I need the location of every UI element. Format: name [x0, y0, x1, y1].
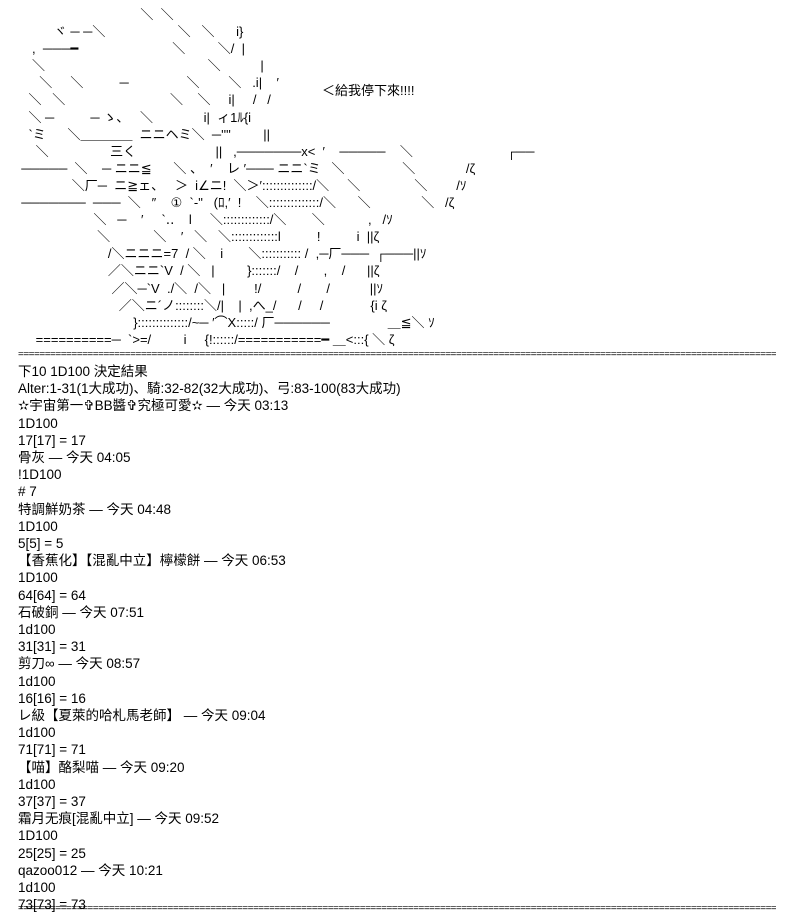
log-line: 特調鮮奶茶 — 今天 04:48	[18, 501, 172, 517]
log-line: 1D100	[18, 415, 58, 431]
log-line: 31[31] = 31	[18, 639, 86, 655]
art-line: ＼ ＼ ＼ ＼ i| / /	[14, 92, 271, 108]
art-line: ／＼ニ´ノ::::::::＼/| | ,へ_/ / / {i ζ	[14, 297, 387, 313]
log-line: 73[73] = 73	[18, 897, 86, 913]
log-line: 37[37] = 37	[18, 794, 86, 810]
dice-log: 下10 1D100 決定結果 Alter:1-31(1大成功)、騎:32-82(3…	[18, 363, 401, 914]
divider-top: ========================================…	[18, 352, 776, 358]
art-line: ＼厂─ ニ≧ェ、 ＞ i∠ニ! ＼＞′::::::::::::::/＼ ＼ ＼ …	[14, 177, 467, 193]
art-line: ─────── ─── ＼ ″ ① `-" (ﾛ,′ ! ＼::::::::::…	[14, 195, 455, 211]
log-line: # 7	[18, 484, 37, 500]
log-line: 【香蕉化】【混亂中立】檸檬餅 — 今天 06:53	[18, 553, 286, 569]
log-line: 霜月无痕[混亂中立] — 今天 09:52	[18, 811, 220, 827]
log-line: 17[17] = 17	[18, 432, 86, 448]
art-line: ───── ＼ ─ ニニ≦ ＼ 、 ′ レ ′─── ニニ`ミ ＼ ＼ /ζ	[14, 160, 476, 176]
log-line: 1D100	[18, 518, 58, 534]
log-line: 1d100	[18, 880, 56, 896]
log-line: qazoo012 — 今天 10:21	[18, 862, 163, 878]
log-line: 1d100	[18, 725, 56, 741]
log-line: 1D100	[18, 828, 58, 844]
art-line: ＼ ＼ |	[14, 58, 264, 74]
log-line: 71[71] = 71	[18, 742, 86, 758]
divider-bottom: ========================================…	[18, 906, 776, 912]
art-line: ＼ ─ ′ `‥ l ＼:::::::::::::/＼ ＼ , /ｿ	[14, 212, 393, 228]
art-line: ＼ 三く || ,───────x< ′ ───── ＼ ┌──	[14, 143, 535, 159]
art-line: /＼ニニニ=7 / ＼ i ＼::::::::::: / ,─厂─── ┌───…	[14, 246, 427, 262]
log-line: 石破銅 — 今天 07:51	[18, 604, 145, 620]
log-line: 64[64] = 64	[18, 587, 86, 603]
log-line: 下10 1D100 決定結果	[18, 364, 148, 379]
art-line: ／＼ニニ`V / ＼ | }:::::::/ / , / ||ζ	[14, 263, 380, 279]
art-line: ヾ ─ ─＼ ＼ ＼ i}	[14, 24, 244, 40]
log-line: 剪刀∞ — 今天 08:57	[18, 656, 141, 672]
art-line: ／＼─`V ./＼ /＼ | !/ / / ||ｿ	[14, 280, 383, 296]
log-line: 1D100	[18, 570, 58, 586]
art-line: `ミ ＼＿＿＿＿ ニニヘミ＼ ─''" ||	[14, 126, 270, 142]
log-line: 25[25] = 25	[18, 845, 86, 861]
log-line: レ級【夏萊的哈札馬老師】 — 今天 09:04	[18, 708, 266, 724]
art-line: ＼ ─ ─ ゝ、 ＼ i| ィ1ﾙ{i	[14, 109, 252, 125]
art-line: ＼ ＼ ′ ＼ ＼:::::::::::::l ! i ||ζ	[14, 229, 380, 245]
art-line: ＼ ＼ ─ ＼ ＼ .i| ′	[14, 75, 279, 91]
ascii-art: ＼ ＼ ヾ ─ ─＼ ＼ ＼ i} , ───━ ＼ ＼/ | ＼ ＼ | ＼ …	[14, 6, 534, 348]
art-line: }::::::::::::::/~─ ′⌒X:::::/ 厂────── ＿≦＼…	[14, 314, 435, 330]
log-line: !1D100	[18, 467, 62, 483]
log-line: Alter:1-31(1大成功)、騎:32-82(32大成功)、弓:83-100…	[18, 381, 401, 397]
art-line: ==========─ `>=/ i {!::::::/===========━…	[14, 331, 395, 347]
log-line: 16[16] = 16	[18, 690, 86, 706]
log-line: 【喵】酪梨喵 — 今天 09:20	[18, 759, 185, 775]
log-line: 1d100	[18, 673, 56, 689]
art-callout: ＜給我停下來!!!!	[322, 83, 415, 98]
log-line: 5[5] = 5	[18, 536, 64, 552]
log-line: 1d100	[18, 776, 56, 792]
art-line: ＼ ＼	[14, 7, 174, 22]
art-line: , ───━ ＼ ＼/ |	[14, 41, 245, 57]
log-line: ✫宇宙第一✞BB醬✞究極可愛✫ — 今天 03:13	[18, 398, 289, 414]
log-line: 骨灰 — 今天 04:05	[18, 450, 131, 466]
log-line: 1d100	[18, 622, 56, 638]
